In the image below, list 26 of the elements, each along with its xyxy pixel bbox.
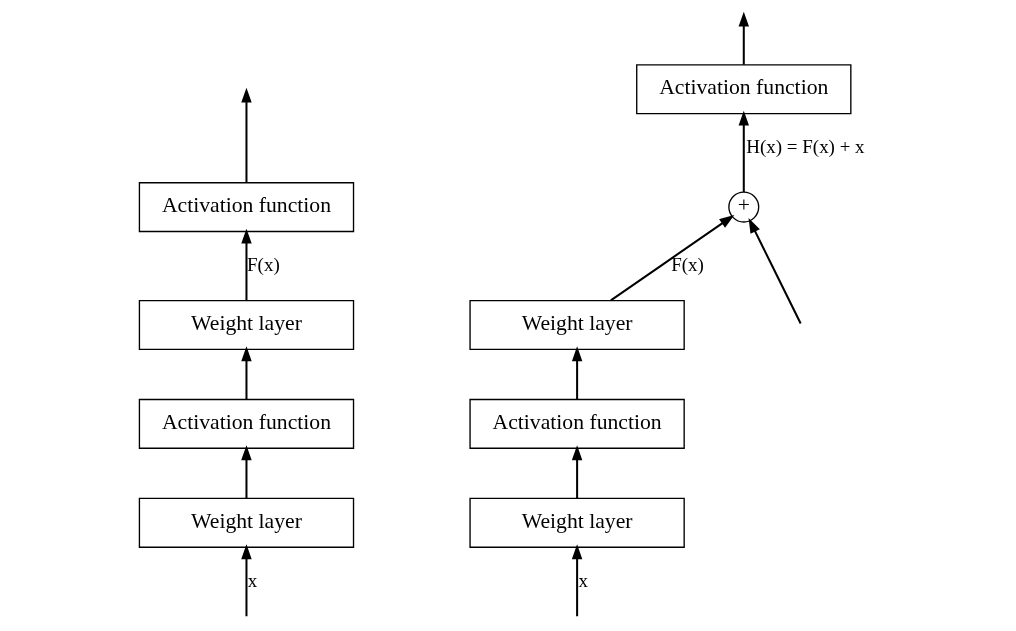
edge-label: F(x) — [671, 254, 704, 276]
arrow — [738, 110, 749, 193]
arrow — [241, 87, 252, 183]
arrow — [241, 346, 252, 400]
node-box: Activation function — [469, 398, 685, 449]
node-box: Activation function — [138, 398, 355, 449]
arrow — [571, 445, 583, 499]
node-box: Activation function — [138, 182, 355, 233]
arrow — [571, 346, 583, 400]
node-box: Weight layer — [138, 299, 355, 351]
edge-label: x — [247, 569, 258, 591]
node-box: Weight layer — [138, 497, 355, 548]
node-box: Activation function — [636, 64, 852, 115]
arrow — [748, 218, 802, 324]
edge-label: x — [578, 569, 588, 591]
edge-label: H(x) = F(x) + x — [746, 136, 865, 158]
arrow — [241, 544, 252, 617]
arrow — [241, 228, 252, 301]
node-circle: + — [728, 191, 760, 223]
arrow — [610, 214, 735, 302]
arrow — [241, 445, 252, 499]
arrow — [571, 544, 583, 617]
node-box: Weight layer — [469, 497, 685, 548]
arrow — [738, 11, 749, 65]
edge-label: F(x) — [247, 254, 280, 276]
node-box: Weight layer — [469, 299, 685, 351]
